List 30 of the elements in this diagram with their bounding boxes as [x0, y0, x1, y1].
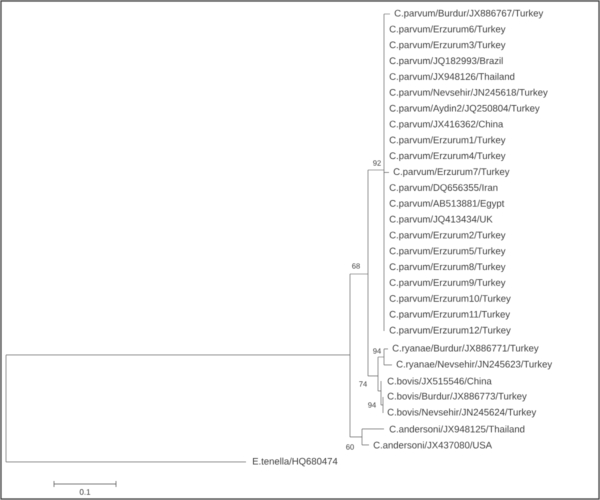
taxon-label: C.bovis/JX515546/China: [388, 378, 492, 384]
taxon-label: C.parvum/JX948126/Thailand: [390, 72, 514, 82]
taxon-label: C.parvum/Erzurum2/Turkey: [390, 231, 506, 240]
taxon-label: C.parvum/Erzurum12/Turkey: [390, 326, 511, 336]
taxon-label: C.ryanae/Nevsehir/JN245623/Turkey: [396, 360, 552, 370]
taxon-label: C.andersoni/JX437080/USA: [374, 442, 492, 448]
taxon-label: C.parvum/Erzurum1/Turkey: [390, 136, 506, 146]
taxon-label: C.bovis/Burdur/JX886773/Turkey: [388, 392, 527, 402]
taxon-label: C.parvum/DQ656355/Iran: [390, 184, 498, 193]
taxon-label: C.parvum/Erzurum4/Turkey: [390, 152, 506, 162]
taxon-label: C.parvum/Erzurum5/Turkey: [390, 247, 506, 256]
taxon-label: C.parvum/Burdur/JX886767/Turkey: [394, 10, 544, 18]
taxon-label: C.parvum/JQ182993/Brazil: [390, 57, 503, 66]
taxon-label: C.bovis/Nevsehir/JN245624/Turkey: [388, 408, 536, 418]
scale-label: 0.1: [80, 489, 90, 495]
taxon-label: C.andersoni/JX948125/Thailand: [390, 426, 524, 432]
taxon-label: E.tenella/HQ680474: [253, 458, 338, 466]
taxon-label: C.parvum/Nevsehir/JN245618/Turkey: [390, 88, 548, 98]
taxon-label: C.parvum/JQ413434/UK: [390, 216, 493, 224]
taxon-label: C.parvum/JX416362/China: [390, 120, 504, 130]
taxon-label: C.parvum/Erzurum3/Turkey: [390, 41, 506, 50]
taxon-label: C.parvum/Erzurum11/Turkey: [390, 310, 510, 320]
taxon-label: C.ryanae/Burdur/JX886771/Turkey: [392, 344, 539, 354]
taxon-label: C.parvum/Erzurum10/Turkey: [390, 294, 511, 304]
taxon-label: C.parvum/Erzurum9/Turkey: [390, 278, 506, 288]
taxon-label: C.parvum/AB513881/Egypt: [390, 200, 504, 209]
taxon-label: C.parvum/Erzurum6/Turkey: [390, 25, 506, 34]
taxon-label: C.parvum/Erzurum8/Turkey: [390, 263, 506, 272]
taxon-label: C.parvum/Aydin2/JQ250804/Turkey: [390, 104, 540, 114]
taxon-label: C.parvum/Erzurum7/Turkey: [394, 168, 510, 177]
